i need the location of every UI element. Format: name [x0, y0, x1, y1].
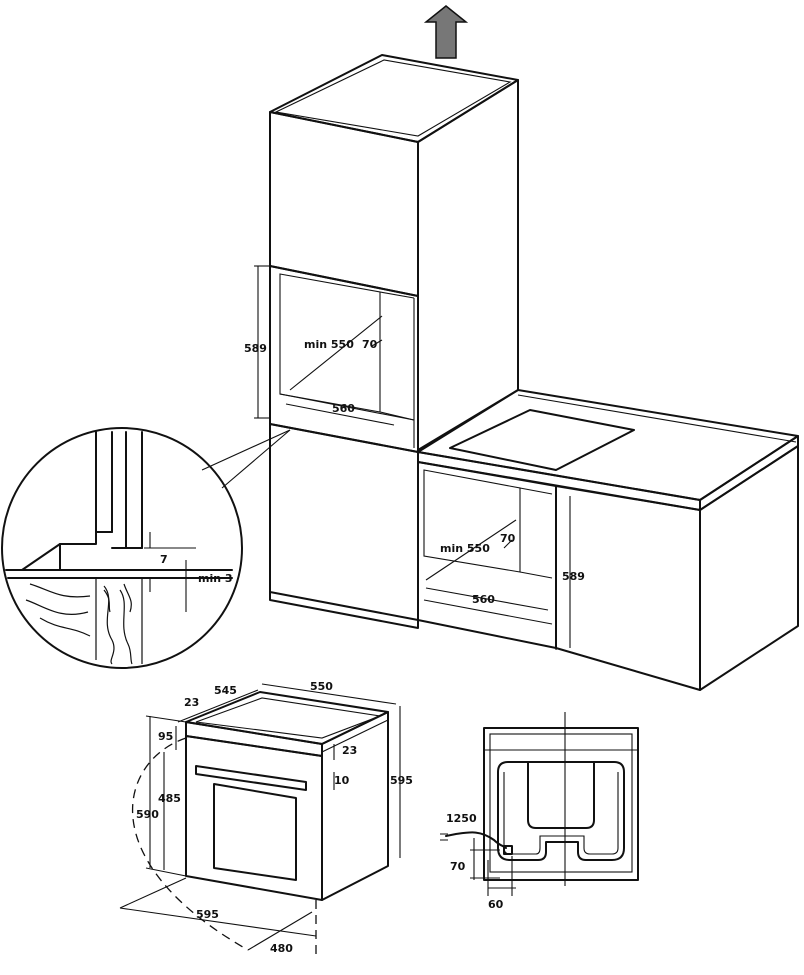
base-side-label: 70 [500, 532, 516, 545]
back-view [440, 712, 639, 896]
back-cable-label: 1250 [446, 812, 477, 825]
back-width-label: 60 [488, 898, 504, 911]
base-cabinet [417, 389, 799, 691]
base-height-label: 589 [562, 570, 585, 583]
detail-min-label: min 3 [198, 572, 233, 585]
base-width-label: 560 [472, 593, 495, 606]
oven-outer-590-label: 590 [136, 808, 159, 821]
base-depth-label: min 550 [440, 542, 490, 555]
oven-right-23-label: 23 [342, 744, 357, 757]
oven-panel-95-label: 95 [158, 730, 173, 743]
detail-circle [1, 427, 291, 669]
tall-height-label: 589 [244, 342, 267, 355]
oven-depth-550-label: 550 [310, 680, 333, 693]
oven-depth-480-label: 480 [270, 942, 293, 955]
oven-drawing [119, 683, 401, 960]
oven-inner-485-label: 485 [158, 792, 181, 805]
oven-width-595-label: 595 [196, 908, 219, 921]
tall-side-label: 70 [362, 338, 378, 351]
oven-right-10-label: 10 [334, 774, 350, 787]
oven-height-595-label: 595 [390, 774, 413, 787]
oven-top-offset-label: 23 [184, 696, 199, 709]
back-height-label: 70 [450, 860, 466, 873]
vent-arrow-icon [423, 5, 469, 59]
detail-gap-label: 7 [160, 553, 168, 566]
tall-depth-label: min 550 [304, 338, 354, 351]
tall-width-label: 560 [332, 402, 355, 415]
oven-depth-545-label: 545 [214, 684, 237, 697]
